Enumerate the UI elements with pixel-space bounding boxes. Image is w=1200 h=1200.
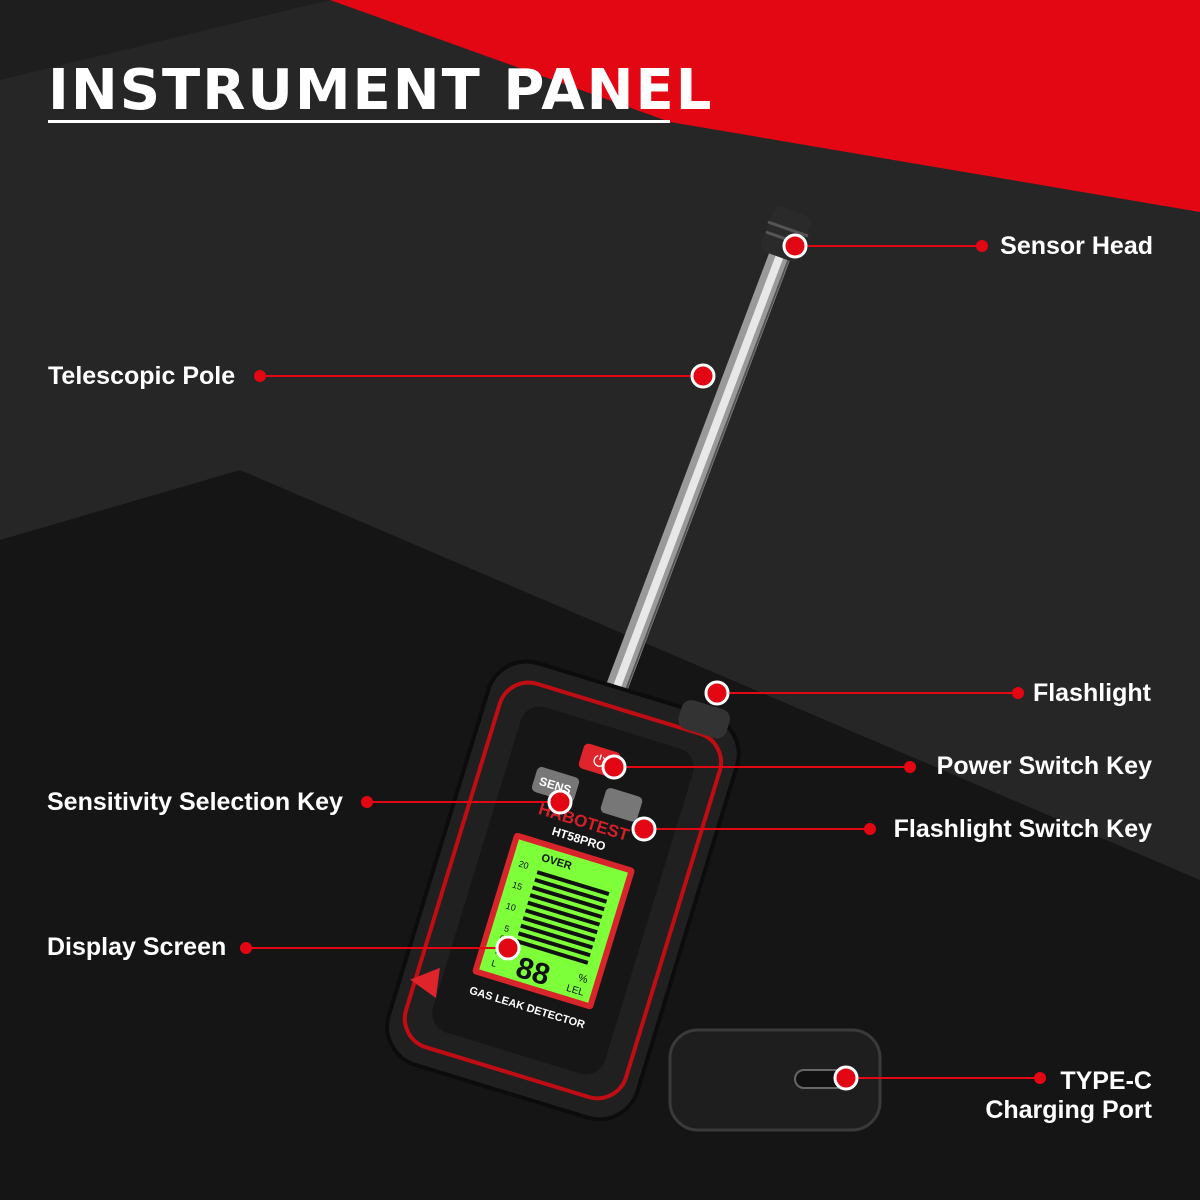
- label-telescopic-pole: Telescopic Pole: [48, 362, 236, 390]
- red-banner: [330, 0, 1200, 212]
- page-title: INSTRUMENT PANEL: [48, 58, 714, 123]
- telescopic-pole: [601, 239, 793, 711]
- svg-text:L: L: [490, 958, 498, 969]
- label-display-screen: Display Screen: [47, 933, 227, 961]
- svg-text:20: 20: [517, 859, 530, 871]
- label-type-c: TYPE-C: [1060, 1067, 1152, 1095]
- label-flashlight: Flashlight: [1032, 679, 1151, 707]
- flashlight-lens: [678, 700, 730, 739]
- label-sensor-head: Sensor Head: [1000, 232, 1153, 260]
- svg-text:10: 10: [505, 901, 518, 913]
- svg-text:%: %: [576, 972, 589, 986]
- svg-text:LEL: LEL: [565, 983, 586, 999]
- svg-text:15: 15: [511, 880, 524, 892]
- callout-lines: [240, 240, 1046, 1084]
- label-flashlight-switch-key: Flashlight Switch Key: [893, 815, 1152, 843]
- label-charging-port: Charging Port: [985, 1096, 1152, 1124]
- detector-body: ⏻ SENS HABOTEST HT58PRO OVER 20 15 10 5 …: [385, 659, 741, 1122]
- label-power-switch-key: Power Switch Key: [936, 752, 1152, 780]
- callout-markers: [495, 233, 859, 1091]
- label-sensitivity-selection-key: Sensitivity Selection Key: [47, 788, 343, 816]
- svg-text:5: 5: [503, 923, 511, 934]
- charging-cap: [668, 1028, 882, 1132]
- flashlight-switch-button: [600, 788, 643, 822]
- title-underline: [48, 120, 670, 123]
